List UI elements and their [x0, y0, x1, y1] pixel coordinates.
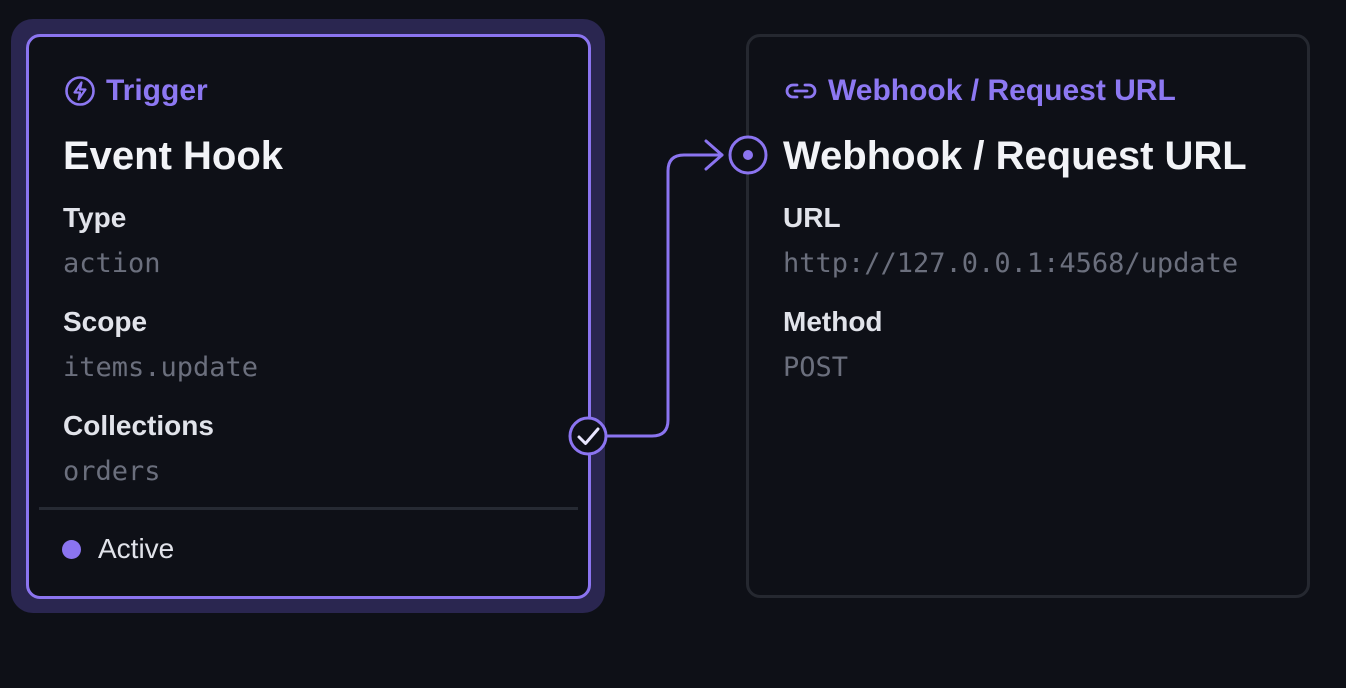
field-label-type: Type — [63, 202, 127, 233]
link-icon — [785, 83, 817, 99]
field-label-method: Method — [783, 306, 883, 337]
trigger-header: Trigger — [64, 71, 208, 111]
check-circle-icon[interactable] — [568, 416, 608, 456]
field-label-scope: Scope — [63, 306, 148, 337]
panel-divider — [39, 507, 578, 510]
field-label-collections: Collections — [63, 410, 214, 441]
operation-header: Webhook / Request URL — [784, 71, 1176, 111]
target-circle-icon[interactable] — [728, 135, 768, 175]
trigger-header-label: Trigger — [106, 74, 208, 107]
status-dot — [62, 539, 81, 559]
webhook-operation-panel[interactable]: Webhook / Request URL Webhook / Request … — [746, 34, 1310, 598]
status-label: Active — [98, 533, 175, 564]
field-label-url: URL — [783, 202, 841, 233]
operation-title: Webhook / Request URL — [783, 134, 1247, 178]
connection-line[interactable] — [604, 153, 724, 438]
bolt-icon — [65, 76, 95, 106]
arrow-head-icon — [704, 139, 724, 171]
status-indicator: Active — [62, 533, 174, 565]
trigger-panel[interactable]: Trigger Event Hook Type action Scope ite… — [26, 34, 591, 599]
trigger-title: Event Hook — [63, 134, 284, 178]
operation-header-label: Webhook / Request URL — [828, 74, 1176, 107]
